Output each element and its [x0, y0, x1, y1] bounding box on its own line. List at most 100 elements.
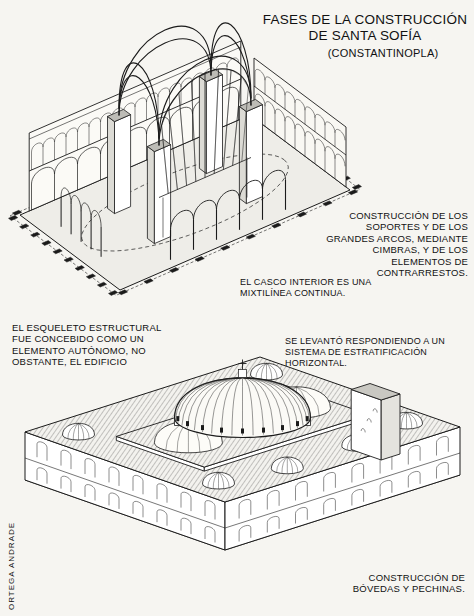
ink-stroke [63, 423, 95, 440]
ink-stroke [194, 378, 242, 431]
ink-stroke [68, 423, 79, 438]
ink-stroke [296, 507, 308, 513]
ink-stroke [119, 26, 211, 108]
ink-stroke [239, 499, 251, 505]
ink-stroke [32, 143, 44, 152]
ink-stroke [282, 457, 287, 473]
ink-stroke [275, 109, 285, 121]
ink-stroke [178, 378, 243, 424]
ink-stroke [170, 230, 171, 260]
ink-stroke [85, 487, 86, 497]
ink-stroke [79, 423, 90, 438]
ink-stroke [181, 492, 191, 498]
ink-stroke [221, 245, 230, 250]
ink-stroke [109, 291, 118, 296]
ink-stroke [61, 197, 62, 227]
ink-stroke [239, 525, 251, 531]
ink-stroke [212, 378, 243, 434]
shell-note: EL CASCO INTERIOR ES UNA MIXTILÍNEA CONT… [240, 277, 375, 299]
ink-stroke [157, 486, 158, 499]
ink-stroke [109, 493, 119, 499]
ink-stroke [285, 180, 286, 210]
ink-stroke [37, 444, 38, 457]
ink-stroke [205, 69, 219, 73]
ink-stroke [78, 147, 101, 164]
ink-stroke [191, 524, 192, 534]
ink-stroke [239, 200, 240, 230]
ink-stroke [448, 465, 449, 475]
ink-stroke [305, 136, 306, 156]
ink-stroke [351, 470, 352, 483]
ink-stroke [61, 188, 71, 204]
ink-stroke [146, 102, 147, 120]
ink-stroke [47, 474, 48, 484]
title: FASES DE LA CONSTRUCCIÓN DE SANTA SOFÍA [262, 12, 468, 44]
ink-stroke [201, 425, 204, 430]
structure-note: EL ESQUELETO ESTRUCTURAL FUE CONCEBIDO C… [12, 322, 180, 368]
ink-stroke [241, 429, 244, 434]
ink-stroke [220, 428, 223, 433]
ink-stroke [9, 216, 18, 221]
ink-stroke [250, 502, 251, 515]
ink-stroke [181, 495, 182, 508]
ink-stroke [275, 84, 285, 95]
ink-stroke [323, 479, 324, 492]
ink-stroke [89, 118, 101, 127]
ink-stroke [97, 282, 106, 287]
ink-stroke [307, 484, 308, 497]
ink-stroke [323, 201, 332, 206]
ink-stroke [265, 77, 275, 88]
ink-stroke [243, 378, 274, 434]
ink-stroke [109, 467, 119, 473]
subtitle: (CONSTANTINOPLA) [300, 47, 466, 60]
ink-stroke [213, 472, 218, 488]
ink-stroke [222, 378, 243, 435]
ink-stroke [169, 108, 178, 190]
ink-stroke [211, 23, 251, 99]
ink-stroke [233, 76, 242, 165]
ink-stroke [335, 133, 336, 147]
ink-stroke [217, 190, 240, 209]
ink-stroke [243, 378, 310, 421]
ink-stroke [277, 457, 288, 472]
ink-stroke [205, 527, 215, 533]
ink-stroke [32, 167, 55, 184]
ink-stroke [255, 73, 256, 87]
ink-stroke [31, 152, 32, 170]
ink-stroke [420, 474, 421, 484]
ink-stroke [176, 416, 179, 421]
ink-stroke [135, 98, 147, 107]
ink-stroke [135, 107, 136, 125]
ink-stroke [179, 93, 187, 186]
ink-stroke [133, 504, 134, 514]
ink-stroke [305, 107, 315, 118]
ink-stroke [37, 468, 47, 474]
ink-stroke [267, 497, 268, 510]
ink-stroke [391, 483, 392, 493]
ink-stroke [133, 501, 143, 507]
ink-stroke [205, 73, 206, 178]
ink-stroke [285, 121, 286, 141]
ink-stroke [250, 528, 251, 538]
ink-stroke [351, 384, 400, 401]
ink-stroke [242, 378, 243, 436]
main-dome [175, 378, 311, 438]
ink-stroke [324, 472, 336, 478]
ink-stroke [335, 129, 345, 140]
ink-stroke [20, 224, 29, 229]
ink-stroke [205, 529, 206, 539]
ink-stroke [162, 126, 169, 194]
ink-stroke [352, 489, 364, 495]
ink-stroke [170, 268, 179, 273]
ink-stroke [143, 507, 144, 517]
ink-stroke [81, 203, 91, 219]
ink-stroke [206, 75, 222, 174]
ink-stroke [307, 510, 308, 520]
ink-stroke [66, 128, 78, 137]
ink-stroke [380, 480, 392, 486]
ink-stroke [43, 147, 44, 165]
ink-stroke [191, 81, 195, 182]
ink-stroke [157, 510, 167, 516]
ink-stroke [223, 70, 231, 170]
ink-stroke [287, 457, 298, 472]
